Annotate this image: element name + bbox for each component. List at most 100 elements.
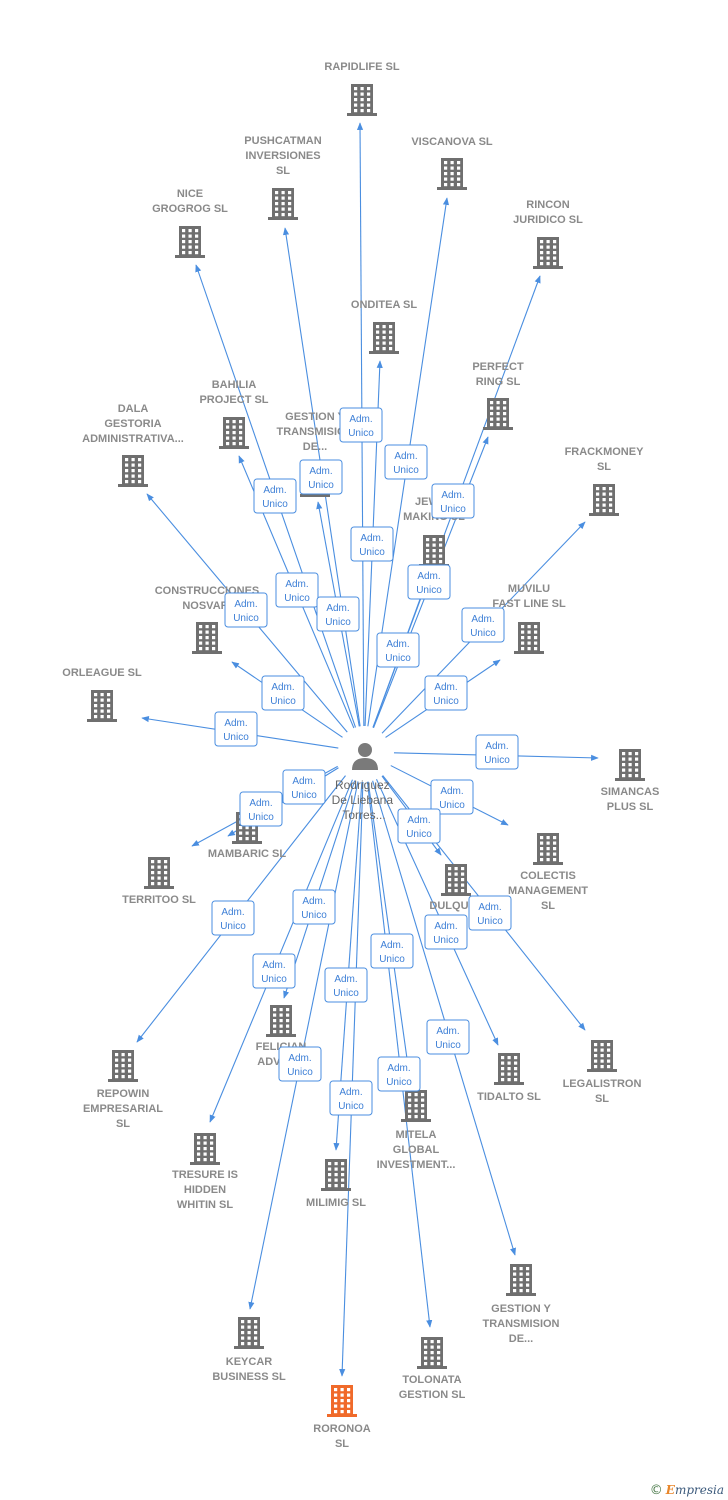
edge-label-bahilia-project[interactable]: Adm.Unico	[316, 596, 360, 632]
edge-label-repowin-empresarial[interactable]: Adm.Unico	[211, 900, 255, 936]
company-label-line: FAST LINE SL	[492, 598, 566, 610]
edge-label-box	[261, 675, 305, 711]
building-icon	[417, 1337, 447, 1369]
edge-label-pushcatman[interactable]: Adm.Unico	[275, 572, 319, 608]
company-label-muvilu-fast-line: MUVILU FAST LINE SL	[492, 583, 566, 610]
edge-label-text: Adm.	[485, 741, 508, 752]
edge-label-duluiri[interactable]: Adm.Unico	[397, 808, 441, 844]
company-label-line: COLECTIS	[520, 870, 576, 882]
company-node-muvilu-fast-line[interactable]: MUVILU FAST LINE SL	[492, 583, 566, 654]
edge-label-text: Unico	[385, 653, 411, 664]
edge-label-box	[224, 592, 268, 628]
edge-label-box	[214, 711, 258, 747]
edge-label-felician-advan[interactable]: Adm.Unico	[252, 953, 296, 989]
edge-label-box	[316, 596, 360, 632]
edge-label-box	[324, 967, 368, 1003]
company-node-orleague[interactable]: ORLEAGUE SL	[62, 667, 142, 722]
edge-label-orleague[interactable]: Adm.Unico	[214, 711, 258, 747]
company-label-line: GROGROG SL	[152, 203, 228, 215]
building-icon	[219, 417, 249, 449]
edge-label-construcciones-nosvari[interactable]: Adm.Unico	[261, 675, 305, 711]
company-node-tidalto[interactable]: TIDALTO SL	[477, 1053, 541, 1103]
company-label-line: KEYCAR	[226, 1356, 273, 1368]
edge-label-perfect-ring[interactable]: Adm.Unico	[407, 564, 451, 600]
edge-label-box	[252, 953, 296, 989]
edge-label-text: Adm.	[417, 571, 440, 582]
edge-label-onditea[interactable]: Adm.Unico	[350, 526, 394, 562]
edge-label-nice-grogrog[interactable]: Adm.Unico	[253, 478, 297, 514]
company-node-milimig[interactable]: MILIMIG SL	[306, 1159, 366, 1209]
edge-label-viscanova[interactable]: Adm.Unico	[384, 444, 428, 480]
edge-label-tolonata-gestion[interactable]: Adm.Unico	[377, 1056, 421, 1092]
edge-label-milimig[interactable]: Adm.Unico	[324, 967, 368, 1003]
edge-label-territoo[interactable]: Adm.Unico	[282, 769, 326, 805]
edge-label-rincon-juridico[interactable]: Adm.Unico	[431, 483, 475, 519]
edge-label-muvilu-fast-line[interactable]: Adm.Unico	[424, 675, 468, 711]
edge-label-gestion-transmision-top[interactable]: Adm.Unico	[299, 459, 343, 495]
company-label-line: PUSHCATMAN	[244, 135, 321, 147]
edge-label-text: Adm.	[440, 786, 463, 797]
edge-label-gestion-transmision-bottom[interactable]: Adm.Unico	[426, 1019, 470, 1055]
company-node-rapidlife[interactable]: RAPIDLIFE SL	[324, 61, 400, 116]
company-node-territoo[interactable]: TERRITOO SL	[122, 857, 196, 906]
edge-label-jewel-making[interactable]: Adm.Unico	[376, 632, 420, 668]
edge-label-text: Adm.	[309, 466, 332, 477]
edge-label-text: Adm.	[334, 974, 357, 985]
edge-label-text: Unico	[359, 547, 385, 558]
building-icon	[144, 857, 174, 889]
building-icon	[347, 84, 377, 116]
company-label-line: VISCANOVA SL	[411, 136, 493, 148]
edge-label-simancas-plus[interactable]: Adm.Unico	[475, 734, 519, 770]
edge-label-text: Adm.	[221, 907, 244, 918]
company-label-line: NOSVARI	[182, 600, 231, 612]
edge-label-frackmoney[interactable]: Adm.Unico	[461, 607, 505, 643]
edge-label-tidalto[interactable]: Adm.Unico	[424, 914, 468, 950]
building-icon	[514, 622, 544, 654]
building-icon	[327, 1385, 357, 1417]
company-node-onditea[interactable]: ONDITEA SL	[351, 299, 417, 354]
edge-label-mitela-global[interactable]: Adm.Unico	[370, 933, 414, 969]
company-label-tidalto: TIDALTO SL	[477, 1091, 541, 1103]
edge-label-rapidlife[interactable]: Adm.Unico	[339, 407, 383, 443]
edge-label-legalistron[interactable]: Adm.Unico	[468, 895, 512, 931]
company-label-line: MUVILU	[508, 583, 550, 595]
edge-label-box	[377, 1056, 421, 1092]
edge-label-keycar-business[interactable]: Adm.Unico	[278, 1046, 322, 1082]
edge-label-text: Adm.	[263, 485, 286, 496]
company-node-viscanova[interactable]: VISCANOVA SL	[411, 136, 493, 190]
edge-label-roronoa[interactable]: Adm.Unico	[329, 1080, 373, 1116]
edge-label-tresure-is-hidden[interactable]: Adm.Unico	[292, 889, 336, 925]
edge-label-box	[431, 483, 475, 519]
center-person-node[interactable]: Rodriguez De Liebana Torres...	[332, 743, 397, 822]
edge-label-mambaric[interactable]: Adm.Unico	[239, 791, 283, 827]
edge-label-text: Unico	[291, 790, 317, 801]
edge-label-box	[239, 791, 283, 827]
company-label-line: MANAGEMENT	[508, 885, 588, 897]
edge-label-colectis-management[interactable]: Adm.Unico	[430, 779, 474, 815]
edge-label-dala-gestoria[interactable]: Adm.Unico	[224, 592, 268, 628]
